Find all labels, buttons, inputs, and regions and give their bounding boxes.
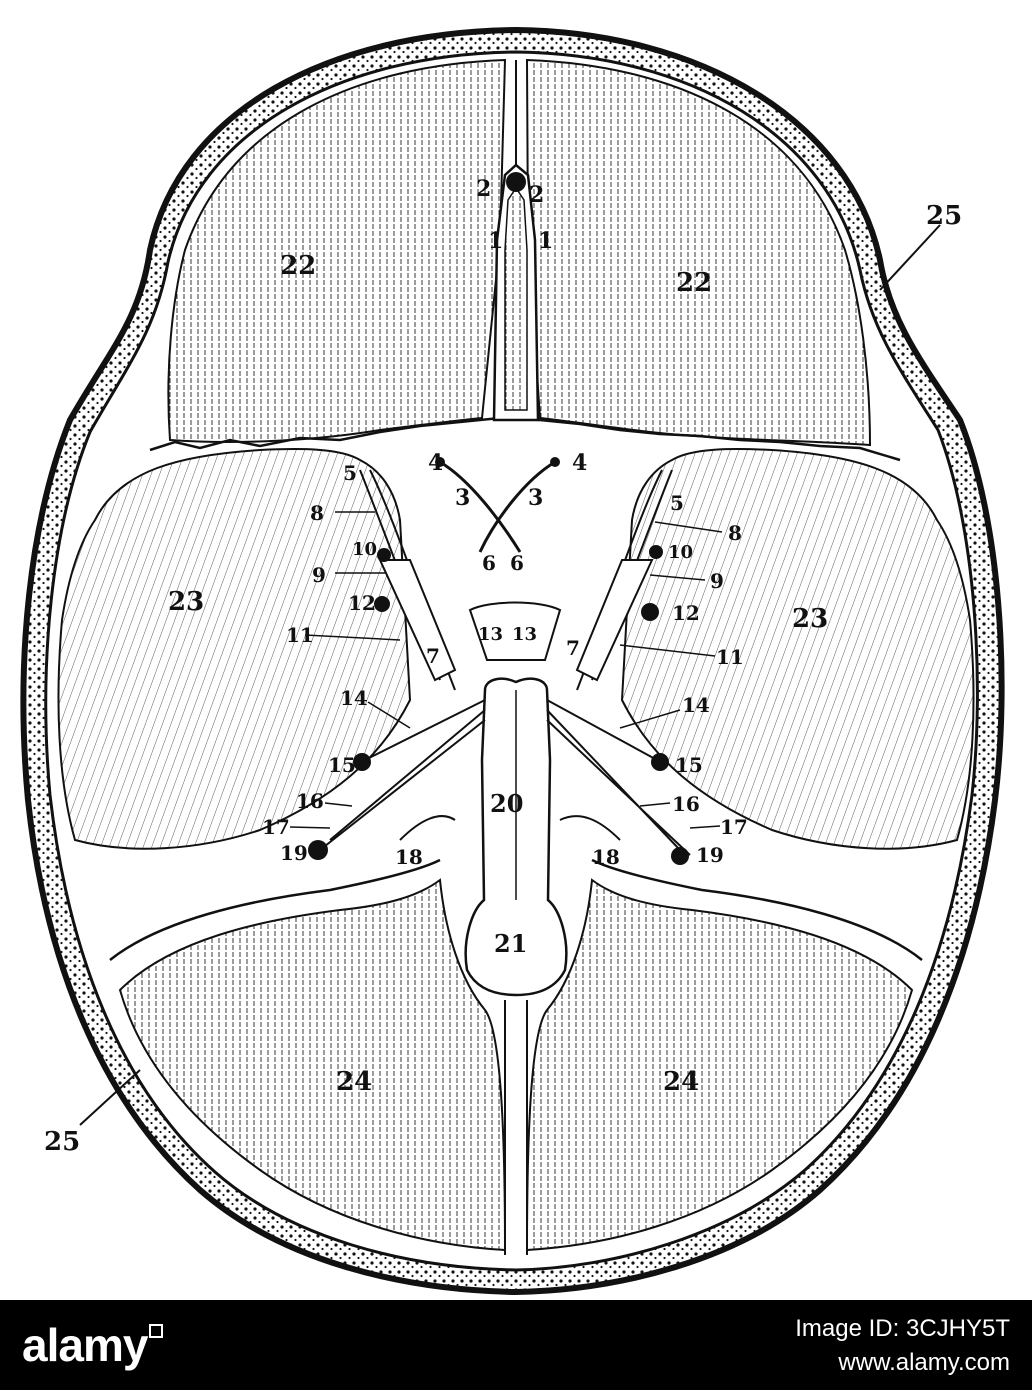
label-17-left: 17: [262, 815, 290, 839]
middle-fossa-left: [57, 448, 412, 850]
middle-fossa-right: [620, 448, 975, 850]
accessory-nerve-right: [559, 815, 621, 841]
label-23-right: 23: [792, 604, 828, 634]
label-10-left: 10: [352, 539, 377, 560]
label-15-left: 15: [328, 753, 356, 777]
label-8-left: 8: [310, 501, 324, 525]
nerve-bundle-left-lower: [319, 699, 486, 851]
label-5-right: 5: [670, 491, 684, 515]
nerve-bundle-right-lower: [546, 699, 691, 856]
label-24-left: 24: [336, 1067, 372, 1097]
skull-inner-outline: [44, 50, 979, 1272]
label-16-left: 16: [296, 789, 324, 813]
skull-base-illustration: 1 1 2 2 3 3 4 4 5 5 6 6 7 7 8 8 9 9 10 1…: [20, 26, 1005, 1296]
label-22-right: 22: [676, 268, 712, 298]
petrous-process-right: [575, 559, 654, 682]
label-14-left: 14: [340, 686, 368, 710]
label-17-right: 17: [720, 815, 748, 839]
posterior-fossa-left: [118, 878, 507, 1252]
accessory-nerve-left: [399, 815, 456, 841]
label-9-left: 9: [312, 563, 326, 587]
label-22-left: 22: [280, 251, 316, 281]
label-19-right: 19: [696, 843, 724, 867]
label-2-left: 2: [476, 176, 491, 202]
label-6-right: 6: [510, 551, 524, 575]
label-20: 20: [490, 789, 523, 818]
label-3-right: 3: [528, 485, 543, 511]
label-16-right: 16: [672, 792, 700, 816]
posterior-fossa-right: [525, 878, 914, 1252]
label-21: 21: [494, 929, 527, 958]
crista-galli-inner: [504, 186, 528, 411]
label-3-left: 3: [455, 485, 470, 511]
image-id-block: Image ID: 3CJHY5T www.alamy.com: [795, 1312, 1010, 1380]
label-15-right: 15: [675, 753, 703, 777]
label-24-right: 24: [663, 1067, 699, 1097]
label-10-right: 10: [668, 542, 693, 563]
anterior-fossa-left: [167, 58, 507, 443]
label-7-left: 7: [426, 644, 440, 668]
label-4-right: 4: [572, 450, 587, 476]
label-19-left: 19: [280, 841, 308, 865]
alamy-logo: alamy: [22, 1318, 164, 1372]
label-12-right: 12: [672, 601, 700, 625]
internal-occipital-crest: [504, 1000, 528, 1255]
label-13-left: 13: [478, 624, 503, 645]
image-id-text: Image ID: 3CJHY5T: [795, 1315, 1010, 1342]
label-1-left: 1: [488, 228, 503, 254]
optic-nerve-right: [478, 460, 556, 553]
diagram-labels: 1 1 2 2 3 3 4 4 5 5 6 6 7 7 8 8 9 9 10 1…: [44, 176, 962, 1157]
label-6-left: 6: [482, 551, 496, 575]
label-14-right: 14: [682, 693, 710, 717]
label-11-left: 11: [286, 623, 314, 647]
label-25-left: 25: [44, 1127, 80, 1157]
label-11-right: 11: [716, 645, 744, 669]
label-12-left: 12: [348, 591, 376, 615]
alamy-logo-square-icon: [149, 1324, 164, 1338]
label-25-right: 25: [926, 201, 962, 231]
label-18-right: 18: [592, 845, 620, 869]
label-18-left: 18: [395, 845, 423, 869]
alamy-logo-text: alamy: [22, 1319, 148, 1371]
watermark-bar: alamy Image ID: 3CJHY5T www.alamy.com: [0, 1300, 1032, 1390]
skull-base-drawing: 1 1 2 2 3 3 4 4 5 5 6 6 7 7 8 8 9 9 10 1…: [20, 26, 1005, 1296]
label-5-left: 5: [343, 461, 357, 485]
petrous-ridge-left: [109, 858, 441, 961]
petrous-ridge-right: [591, 858, 923, 961]
label-23-left: 23: [168, 587, 204, 617]
label-7-right: 7: [566, 636, 580, 660]
site-url-text: www.alamy.com: [838, 1349, 1010, 1376]
anterior-fossa-right: [525, 58, 872, 447]
optic-chiasm: [468, 601, 562, 661]
label-8-right: 8: [728, 521, 742, 545]
optic-nerve-left: [439, 460, 522, 553]
label-4-left: 4: [428, 450, 443, 476]
petrous-process-left: [378, 559, 457, 682]
label-9-right: 9: [710, 569, 724, 593]
label-13-right: 13: [512, 624, 537, 645]
label-2-right: 2: [529, 182, 544, 208]
olfactory-bulb-pair: [506, 172, 526, 192]
label-1-right: 1: [538, 228, 553, 254]
